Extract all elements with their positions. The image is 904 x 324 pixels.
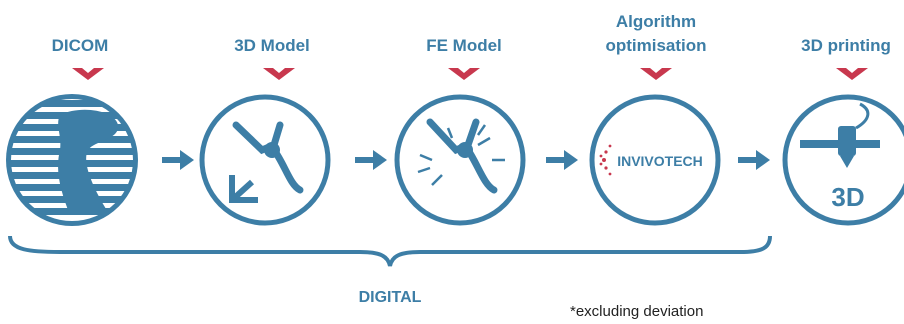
fe-model-icon bbox=[394, 94, 526, 226]
footnote: *excluding deviation bbox=[570, 303, 704, 320]
invivotech-logo-text: INVIVOTECH bbox=[617, 153, 703, 169]
step-label-3d-printing: 3D printing bbox=[801, 36, 891, 55]
step-label-optimisation: optimisation bbox=[605, 36, 707, 55]
3d-printer-icon: 3D bbox=[782, 94, 904, 226]
step-label-dicom: DICOM bbox=[51, 36, 109, 55]
digital-brace bbox=[8, 235, 772, 267]
arrow-right-icon bbox=[162, 150, 194, 170]
marker-chevron-icon bbox=[448, 68, 480, 80]
digital-label: DIGITAL bbox=[358, 289, 422, 306]
arrow-right-icon bbox=[355, 150, 387, 170]
step-label-algorithm: Algorithm bbox=[615, 12, 697, 31]
marker-chevron-icon bbox=[836, 68, 868, 80]
3d-badge-text: 3D bbox=[831, 182, 864, 212]
dicom-slices-icon bbox=[6, 94, 138, 226]
flow-arrows bbox=[162, 150, 770, 170]
arrow-right-icon bbox=[738, 150, 770, 170]
marker-chevron-icon bbox=[72, 68, 104, 80]
marker-chevron-icon bbox=[263, 68, 295, 80]
3d-model-icon bbox=[199, 94, 331, 226]
arrow-right-icon bbox=[546, 150, 578, 170]
step-label-3d-model: 3D Model bbox=[234, 36, 310, 55]
invivotech-logo: INVIVOTECH bbox=[589, 94, 721, 226]
step-label-fe-model: FE Model bbox=[426, 36, 502, 55]
marker-chevron-icon bbox=[640, 68, 672, 80]
